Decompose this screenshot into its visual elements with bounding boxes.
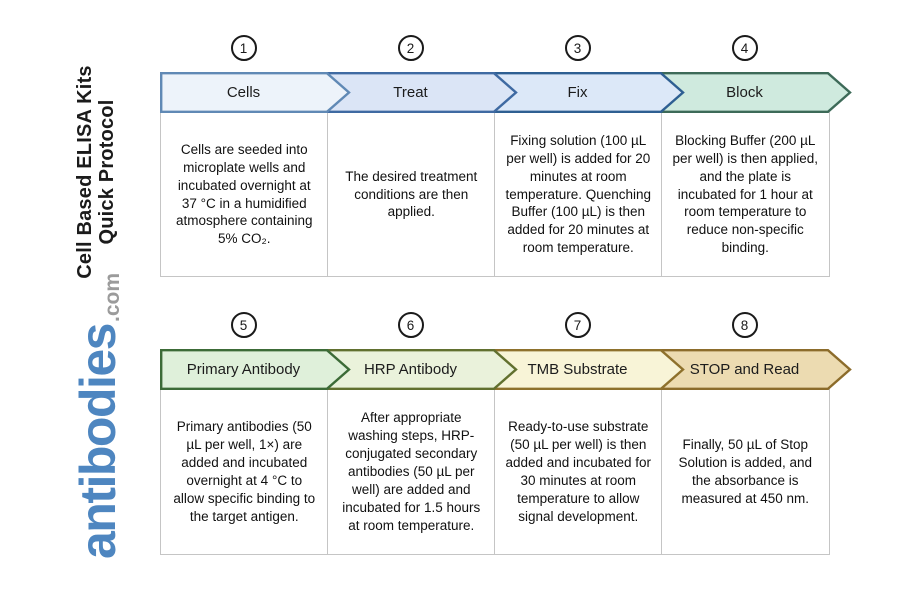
step-2-number: 2 xyxy=(406,40,415,56)
step-5-arrow-banner xyxy=(160,349,351,390)
step-8-description-box: Finally, 50 µL of Stop Solution is added… xyxy=(661,389,830,555)
brand-logo: antibodies .com xyxy=(67,256,129,576)
step-3-description: Fixing solution (100 µL per well) is add… xyxy=(505,132,652,256)
step-7-number-badge: 7 xyxy=(564,312,591,338)
step-8-number-badge: 8 xyxy=(731,312,758,338)
step-8-description: Finally, 50 µL of Stop Solution is added… xyxy=(678,437,813,506)
step-5-label: Primary Antibody xyxy=(186,361,301,378)
step-1-number-badge: 1 xyxy=(230,35,257,61)
step-7-description: Ready-to-use substrate (50 µL per well) … xyxy=(505,419,652,524)
step-5-number: 5 xyxy=(239,317,248,333)
step-3-description-box: Fixing solution (100 µL per well) is add… xyxy=(494,112,663,277)
step-2-description: The desired treatment conditions are the… xyxy=(345,168,478,220)
step-6-description: After appropriate washing steps, HRP-con… xyxy=(342,410,481,533)
step-8-label: STOP and Read xyxy=(689,361,800,378)
step-1-number: 1 xyxy=(239,40,248,56)
step-1-arrow-banner xyxy=(160,72,351,113)
step-7-label: TMB Substrate xyxy=(527,361,628,378)
step-2-number-badge: 2 xyxy=(397,35,424,61)
brand-logo-suffix: .com xyxy=(101,272,124,322)
step-4-label: Block xyxy=(726,84,763,101)
step-1-description-box: Cells are seeded into microplate wells a… xyxy=(160,112,329,277)
step-6-label: HRP Antibody xyxy=(363,361,458,378)
step-4-description-box: Blocking Buffer (200 µL per well) is the… xyxy=(661,112,830,277)
step-4-number: 4 xyxy=(740,40,749,56)
step-2-label: Treat xyxy=(393,84,428,101)
step-5-description-box: Primary antibodies (50 µL per well, 1×) … xyxy=(160,389,329,555)
step-3-number: 3 xyxy=(573,40,582,56)
step-6-number: 6 xyxy=(406,317,415,333)
step-7-description-box: Ready-to-use substrate (50 µL per well) … xyxy=(494,389,663,555)
step-3-number-badge: 3 xyxy=(564,35,591,61)
step-6-number-badge: 6 xyxy=(397,312,424,338)
step-5-description: Primary antibodies (50 µL per well, 1×) … xyxy=(173,419,316,524)
step-6-description-box: After appropriate washing steps, HRP-con… xyxy=(327,389,496,555)
step-4-description: Blocking Buffer (200 µL per well) is the… xyxy=(672,132,819,256)
step-3-label: Fix xyxy=(567,84,588,101)
step-7-number: 7 xyxy=(573,317,582,333)
step-1-description: Cells are seeded into microplate wells a… xyxy=(175,141,313,247)
step-1-label: Cells xyxy=(226,84,261,101)
step-4-number-badge: 4 xyxy=(731,35,758,61)
brand-logo-text: antibodies xyxy=(70,324,126,560)
step-5-number-badge: 5 xyxy=(230,312,257,338)
step-8-number: 8 xyxy=(740,317,749,333)
step-2-description-box: The desired treatment conditions are the… xyxy=(327,112,496,277)
